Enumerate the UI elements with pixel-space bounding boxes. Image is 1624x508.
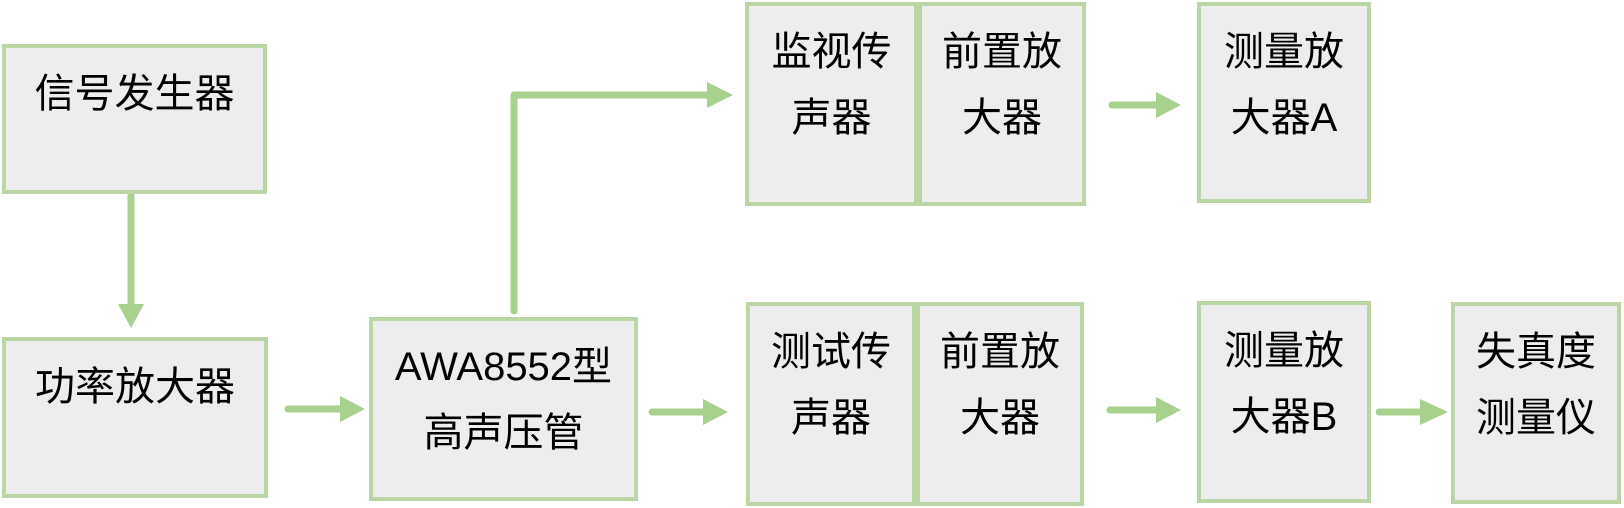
arrow-awa-to-monitor-mic — [510, 82, 733, 315]
arrow-measuring-b-to-distortion — [1375, 399, 1448, 425]
box-awa8552-tube: AWA8552型 高声压管 — [369, 317, 638, 501]
box-monitor-microphone: 监视传 声器 — [745, 2, 918, 206]
box-label-line-2: 声器 — [791, 96, 872, 140]
box-label-line-1: 测量放 — [1224, 30, 1344, 74]
box-label-line-2: 测量仪 — [1476, 396, 1596, 440]
box-measuring-amplifier-a: 测量放 大器A — [1197, 2, 1371, 203]
box-test-microphone: 测试传 声器 — [746, 302, 916, 506]
box-label-line-2: 大器 — [960, 396, 1040, 440]
box-label-line-2: 大器B — [1230, 395, 1338, 439]
box-preamplifier-bottom: 前置放 大器 — [916, 302, 1084, 506]
box-preamplifier-top: 前置放 大器 — [918, 2, 1086, 206]
box-signal-generator: 信号发生器 — [2, 44, 267, 194]
box-label-line-2: 高声压管 — [423, 411, 584, 455]
box-power-amplifier: 功率放大器 — [2, 337, 268, 498]
box-label: 功率放大器 — [35, 365, 235, 409]
box-distortion-meter: 失真度 测量仪 — [1451, 302, 1621, 504]
box-label-line-1: 测试传 — [771, 330, 891, 374]
box-label: 信号发生器 — [34, 72, 235, 116]
box-label-line-1: AWA8552型 — [394, 345, 613, 389]
arrow-preamp-to-measuring-b — [1106, 397, 1181, 423]
arrow-preamp-to-measuring-a — [1108, 92, 1181, 118]
arrow-signal-to-power — [118, 192, 144, 328]
box-label-line-1: 失真度 — [1476, 330, 1596, 374]
box-label-line-1: 测量放 — [1224, 329, 1344, 373]
box-label-line-2: 大器 — [962, 96, 1042, 140]
box-label-line-2: 声器 — [791, 396, 871, 440]
box-measuring-amplifier-b: 测量放 大器B — [1197, 301, 1371, 503]
box-label-line-1: 前置放 — [940, 330, 1060, 374]
arrow-power-to-awa — [284, 396, 365, 422]
box-label-line-1: 前置放 — [942, 30, 1062, 74]
box-label-line-2: 大器A — [1230, 96, 1338, 140]
box-label-line-1: 监视传 — [771, 30, 892, 74]
arrow-awa-to-test-mic — [648, 399, 728, 425]
